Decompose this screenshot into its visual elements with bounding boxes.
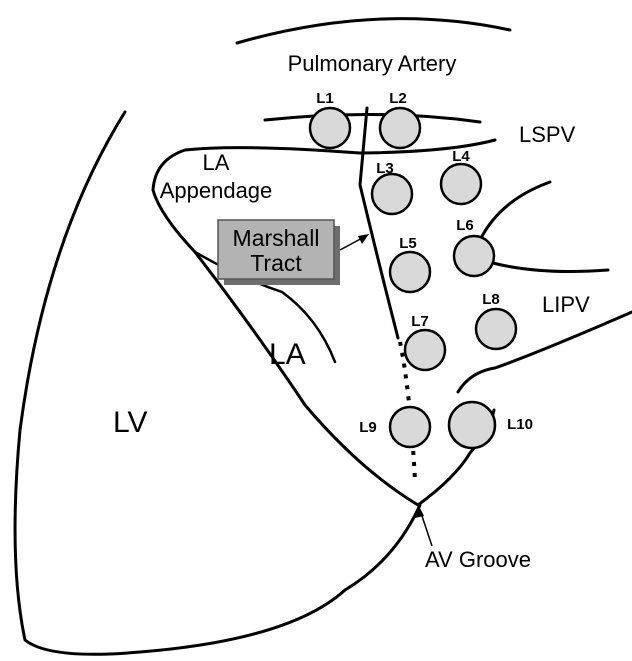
svg-text:L5: L5 — [399, 235, 417, 252]
pulmonary-artery-outline-bottom — [265, 114, 480, 122]
marshall-tract-arrowhead — [358, 234, 369, 244]
electrode-l4: L4 — [441, 148, 481, 204]
pulmonary-artery-outline-top — [237, 19, 510, 43]
electrode-l2: L2 — [380, 90, 420, 148]
electrode-l3: L3 — [372, 160, 412, 214]
svg-text:L6: L6 — [456, 217, 474, 234]
lspv-outline — [480, 182, 550, 240]
la-appendage-label-line1: LA — [203, 150, 230, 175]
electrode-l8: L8 — [476, 291, 516, 349]
svg-text:L8: L8 — [482, 291, 500, 308]
pulmonary-artery-label: Pulmonary Artery — [288, 51, 457, 76]
svg-text:L7: L7 — [411, 313, 429, 330]
lspv-lower-outline — [493, 263, 608, 271]
svg-text:L1: L1 — [316, 90, 334, 107]
electrode-l1: L1 — [310, 90, 350, 148]
lspv-label: LSPV — [519, 122, 576, 147]
electrode-l9: L9 — [359, 407, 430, 447]
electrode-l7: L7 — [405, 313, 445, 370]
lv-label: LV — [113, 406, 147, 439]
la-appendage-label-line2: Appendage — [160, 178, 273, 203]
svg-text:L10: L10 — [507, 416, 533, 433]
la-label: LA — [269, 338, 306, 371]
marshall-tract-label-line1: Marshall — [233, 225, 320, 251]
svg-text:L3: L3 — [376, 160, 394, 177]
av-groove-label: AV Groove — [425, 547, 531, 572]
electrode-l10: L10 — [449, 402, 533, 448]
marshall-tract-label-line2: Tract — [250, 250, 302, 276]
svg-text:L2: L2 — [389, 90, 407, 107]
lipv-label: LIPV — [542, 292, 590, 317]
svg-text:L9: L9 — [359, 419, 377, 436]
electrode-l5: L5 — [390, 235, 430, 292]
svg-text:L4: L4 — [452, 148, 470, 165]
